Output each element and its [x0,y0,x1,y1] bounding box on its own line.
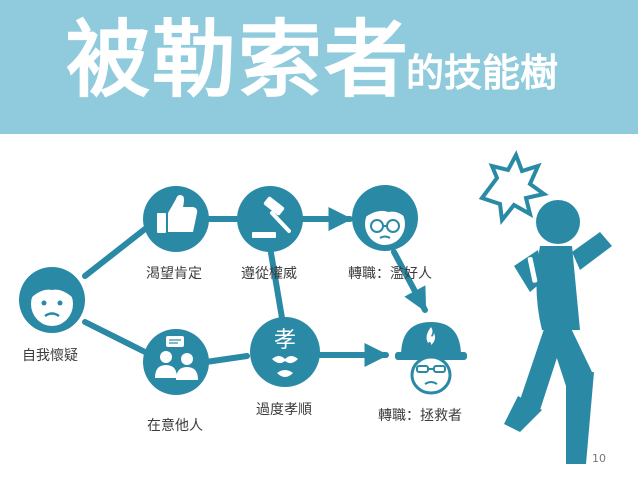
worried-face-icon [19,267,85,333]
page-number: 10 [592,452,606,465]
glasses-boy-icon [352,185,418,251]
injured-figure-icon [478,150,612,464]
edge-doubt-others [82,319,148,355]
label-people-pleaser: 轉職：濫好人 [348,266,432,282]
edge-authority-piety [268,250,285,321]
edge-doubt-approval [82,226,148,279]
page-subtitle: 的技能樹 [406,51,559,95]
label-care-others: 在意他人 [147,418,203,434]
header-banner [0,0,638,134]
page-title: 被勒索者 [66,11,411,109]
filial-elder-icon: 孝 [250,317,320,387]
gavel-icon [237,186,303,252]
edge-others-piety [203,353,250,365]
people-icon [143,329,209,395]
firefighter-icon [395,322,467,395]
label-obey-authority: 遵從權威 [241,266,297,282]
edge-pleaser-rescuer [391,249,428,313]
label-filial-piety: 過度孝順 [256,402,312,418]
label-self-doubt: 自我懷疑 [22,348,78,364]
label-rescuer: 轉職：拯救者 [378,408,462,424]
label-crave-approval: 渴望肯定 [146,266,202,282]
thumbs-up-icon [143,186,209,252]
filial-glyph: 孝 [274,328,296,353]
connectors [82,207,428,367]
